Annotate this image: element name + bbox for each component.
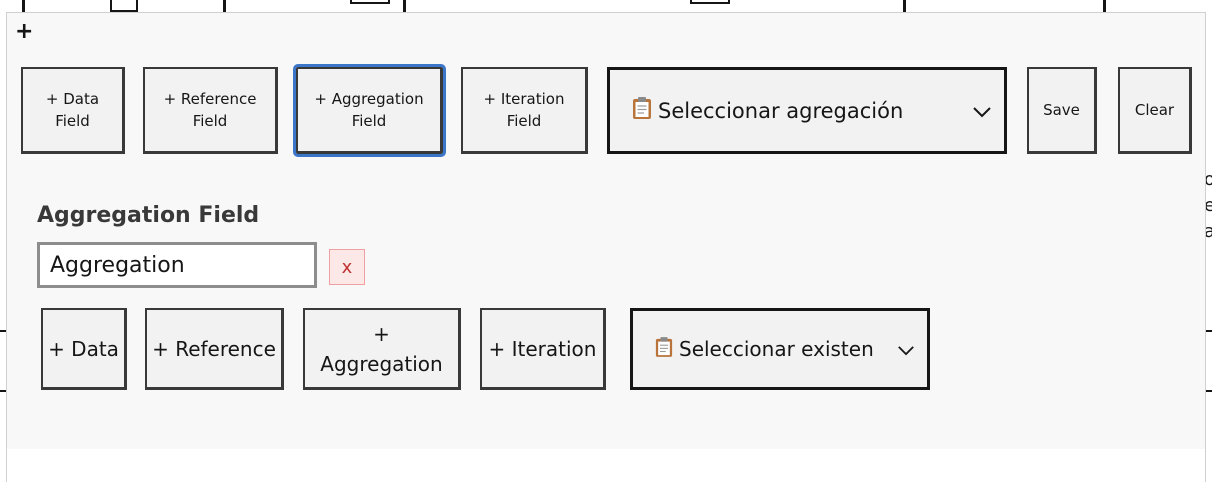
add-reference-button[interactable]: + Reference [145,308,284,390]
add-aggregation-field-button[interactable]: + Aggregation Field [293,64,446,157]
background-text: e [1204,195,1212,216]
save-button[interactable]: Save [1027,67,1097,154]
add-iteration-button[interactable]: + Iteration [480,308,606,390]
clipboard-icon [632,96,652,125]
background-divider [1206,390,1212,392]
field-editor-panel: + + Data Field + Reference Field + Aggre… [6,12,1206,483]
aggregation-select[interactable]: Seleccionar agregación [607,67,1007,154]
clipboard-icon [655,336,673,363]
background-line [1103,0,1106,12]
background-line [903,0,906,12]
background-expand-box [110,0,138,12]
add-data-field-button[interactable]: + Data Field [21,67,125,154]
remove-field-button[interactable]: x [329,249,365,285]
existing-select[interactable]: Seleccionar existen [630,308,930,390]
background-box [350,0,390,4]
background-divider [0,390,6,392]
background-line [22,0,25,12]
section-title: Aggregation Field [37,203,260,228]
add-data-button[interactable]: + Data [41,308,127,390]
background-divider [1206,330,1212,332]
panel-footer [7,449,1205,483]
add-icon[interactable]: + [15,19,34,44]
add-reference-field-button[interactable]: + Reference Field [143,67,278,154]
background-line [223,0,226,12]
background-line [403,0,406,12]
add-iteration-field-button[interactable]: + Iteration Field [461,67,588,154]
existing-select-value: Seleccionar existen [679,337,874,361]
background-box [690,0,730,4]
add-aggregation-button[interactable]: + Aggregation [303,308,461,390]
chevron-down-icon [897,337,915,361]
chevron-down-icon [972,99,992,123]
background-text: o [1204,169,1212,190]
background-divider [0,330,6,332]
aggregation-select-value: Seleccionar agregación [658,98,904,123]
background-text: a [1204,221,1212,242]
clear-button[interactable]: Clear [1118,67,1192,154]
aggregation-name-input[interactable] [37,242,317,288]
